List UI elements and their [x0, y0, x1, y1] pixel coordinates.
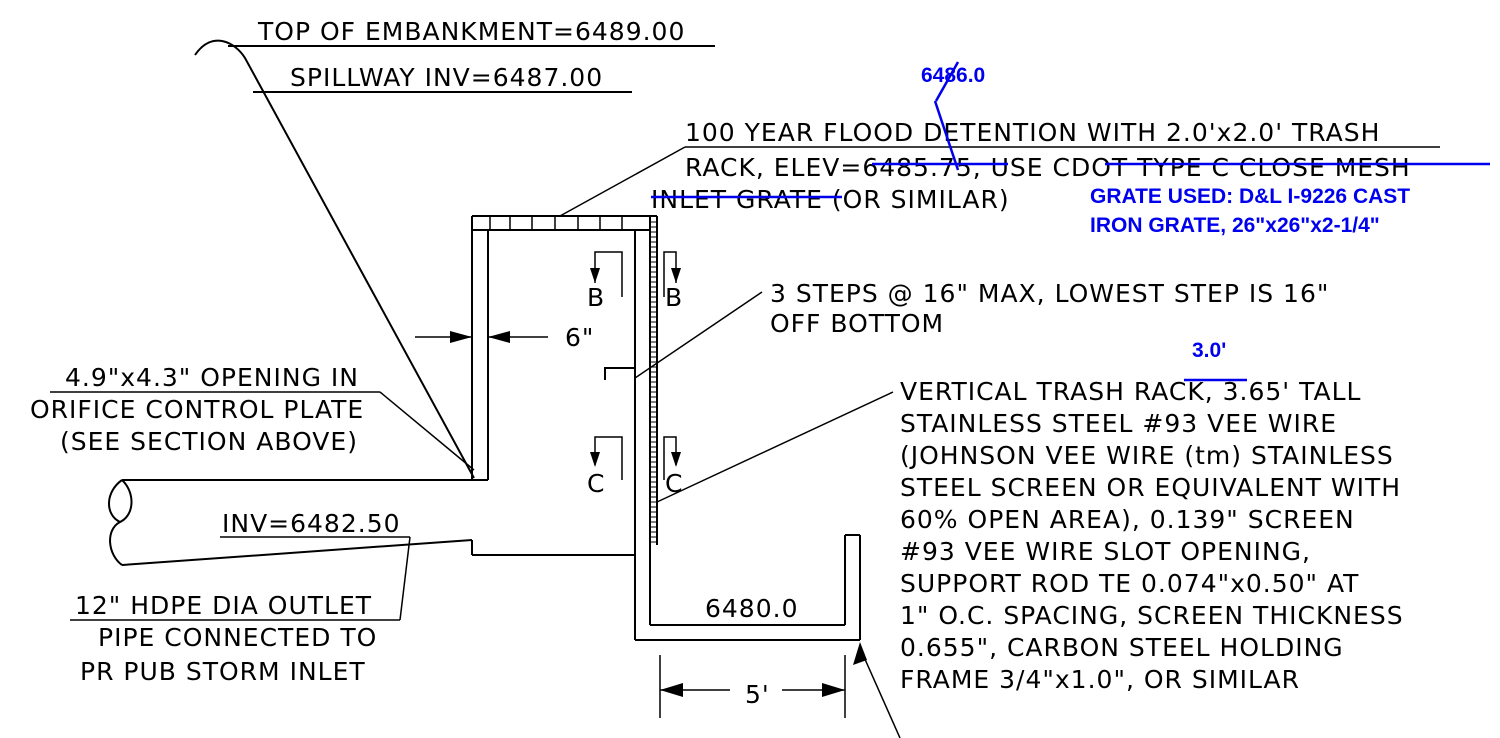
section-c-right-label: C — [665, 469, 683, 498]
trash-rack-line1: VERTICAL TRASH RACK, 3.65' TALL — [900, 377, 1361, 406]
struck-inlet-grate: INLET GRATE — [651, 185, 823, 214]
struck-cdot-grate: CDOT TYPE C CLOSE MESH — [1053, 153, 1411, 182]
wall-thickness-label: 6" — [565, 323, 594, 352]
spillway-invert-label: SPILLWAY INV=6487.00 — [290, 63, 603, 92]
section-b-left-label: B — [587, 283, 605, 312]
sump-width-label: 5' — [745, 680, 770, 709]
trash-rack-line7: SUPPORT ROD TE 0.074"x0.50" AT — [900, 569, 1359, 598]
bottom-elevation-label: 6480.0 — [705, 594, 798, 623]
flood-detention-line2: RACK, ELEV=6485.75, USE CDOT TYPE C CLOS… — [685, 153, 1411, 182]
outlet-pipe-line1: 12" HDPE DIA OUTLET — [75, 591, 372, 620]
ladder-steps — [604, 367, 635, 380]
orifice-opening-line3: (SEE SECTION ABOVE) — [60, 427, 358, 456]
struck-rack-height: 3.65' — [1223, 377, 1291, 406]
outlet-pipe-leader — [70, 536, 411, 621]
trash-rack-line5: 60% OPEN AREA), 0.139" SCREEN — [900, 505, 1355, 534]
flood-detention-line3: INLET GRATE (OR SIMILAR) — [651, 185, 1010, 214]
section-b-right-label: B — [665, 283, 683, 312]
revised-grate-line2: IRON GRATE, 26"x26"x2-1/4" — [1090, 214, 1380, 237]
invert-label: INV=6482.50 — [222, 509, 401, 538]
revision-strikeouts — [651, 61, 1490, 382]
flood-detention-leader — [559, 146, 1440, 217]
trash-rack-line4: STEEL SCREEN OR EQUIVALENT WITH — [900, 473, 1401, 502]
orifice-opening-line1: 4.9"x4.3" OPENING IN — [65, 363, 359, 392]
trash-rack-line10: FRAME 3/4"x1.0", OR SIMILAR — [900, 665, 1300, 694]
steps-leader — [634, 291, 763, 379]
trash-rack-leader — [656, 391, 894, 503]
outlet-box — [471, 215, 861, 641]
embankment-slope — [194, 39, 715, 479]
trash-rack-screen — [650, 221, 657, 543]
trash-rack-leader-arrow — [853, 642, 867, 665]
revised-flood-elevation: 6486.0 — [921, 64, 985, 87]
sump-width-dimension — [659, 655, 846, 718]
outlet-pipe-line2: PIPE CONNECTED TO — [98, 623, 377, 652]
trash-rack-line9: 0.655", CARBON STEEL HOLDING — [900, 633, 1344, 662]
steps-line2: OFF BOTTOM — [770, 309, 944, 338]
steps-line1: 3 STEPS @ 16" MAX, LOWEST STEP IS 16" — [770, 279, 1329, 308]
orifice-opening-leader — [50, 391, 475, 471]
outlet-pipe-line3: PR PUB STORM INLET — [80, 657, 366, 686]
orifice-opening-line2: ORIFICE CONTROL PLATE — [30, 395, 364, 424]
trash-rack-line8: 1" O.C. SPACING, SCREEN THICKNESS — [900, 601, 1404, 630]
outlet-pipe — [108, 479, 488, 566]
revised-grate-line1: GRATE USED: D&L I-9226 CAST — [1090, 185, 1410, 208]
trash-rack-leader-2 — [859, 647, 901, 738]
section-b-marker — [590, 251, 681, 297]
wall-thickness-dimension — [415, 325, 548, 350]
trash-rack-line6: #93 VEE WIRE SLOT OPENING, — [900, 537, 1311, 566]
section-c-left-label: C — [587, 469, 605, 498]
flood-detention-line1: 100 YEAR FLOOD DETENTION WITH 2.0'x2.0' … — [685, 118, 1380, 147]
section-c-marker — [590, 436, 681, 480]
top-embankment-label: TOP OF EMBANKMENT=6489.00 — [257, 17, 685, 46]
trash-rack-line2: STAINLESS STEEL #93 VEE WIRE — [900, 409, 1337, 438]
trash-rack-line3: (JOHNSON VEE WIRE (tm) STAINLESS — [900, 441, 1394, 470]
revised-rack-height: 3.0' — [1192, 339, 1226, 362]
